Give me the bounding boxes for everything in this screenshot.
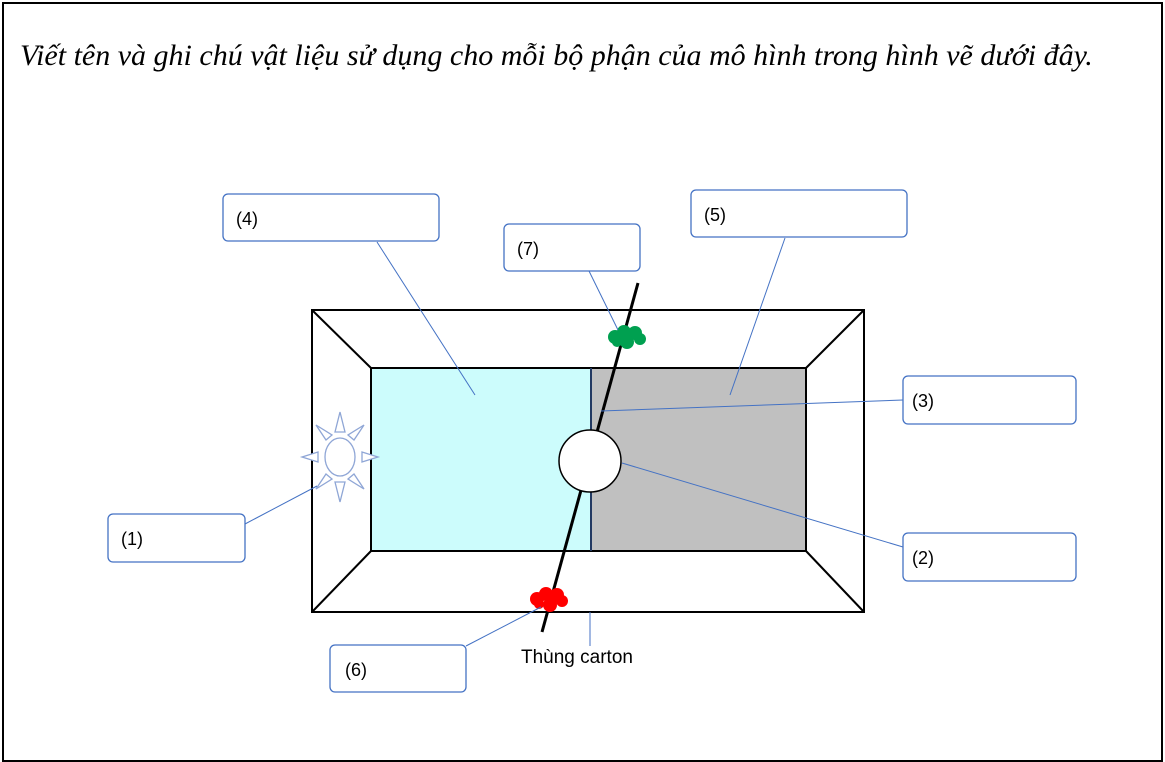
- globe-ball: [558, 429, 622, 493]
- sun-icon: [299, 411, 381, 503]
- water-panel: [370, 367, 592, 552]
- label-text-2: (2): [912, 548, 934, 568]
- label-text-7: (7): [517, 239, 539, 259]
- box-edge-bl: [311, 550, 372, 613]
- red-marker: [530, 587, 568, 612]
- label-box-4[interactable]: [222, 193, 440, 242]
- carton-label: Thùng carton: [521, 647, 633, 668]
- callout-lines: [244, 237, 904, 647]
- box-edge-tr: [805, 309, 865, 369]
- green-marker: [608, 325, 646, 349]
- label-text-3: (3): [912, 391, 934, 411]
- label-text-6: (6): [345, 660, 367, 680]
- box-edge-tl: [311, 309, 372, 369]
- label-text-1: (1): [121, 529, 143, 549]
- shadow-panel: [590, 367, 807, 552]
- label-box-5[interactable]: [690, 189, 908, 238]
- box-edge-br: [805, 550, 865, 613]
- label-text-4: (4): [236, 209, 258, 229]
- label-box-3[interactable]: [902, 375, 1077, 425]
- question-prompt: Viết tên và ghi chú vật liệu sử dụng cho…: [20, 39, 1093, 72]
- label-box-1[interactable]: [107, 513, 246, 563]
- label-text-5: (5): [704, 205, 726, 225]
- label-box-2[interactable]: [902, 532, 1077, 582]
- label-boxes: [107, 189, 1077, 693]
- label-box-6[interactable]: [329, 644, 467, 693]
- label-box-7[interactable]: [503, 223, 641, 272]
